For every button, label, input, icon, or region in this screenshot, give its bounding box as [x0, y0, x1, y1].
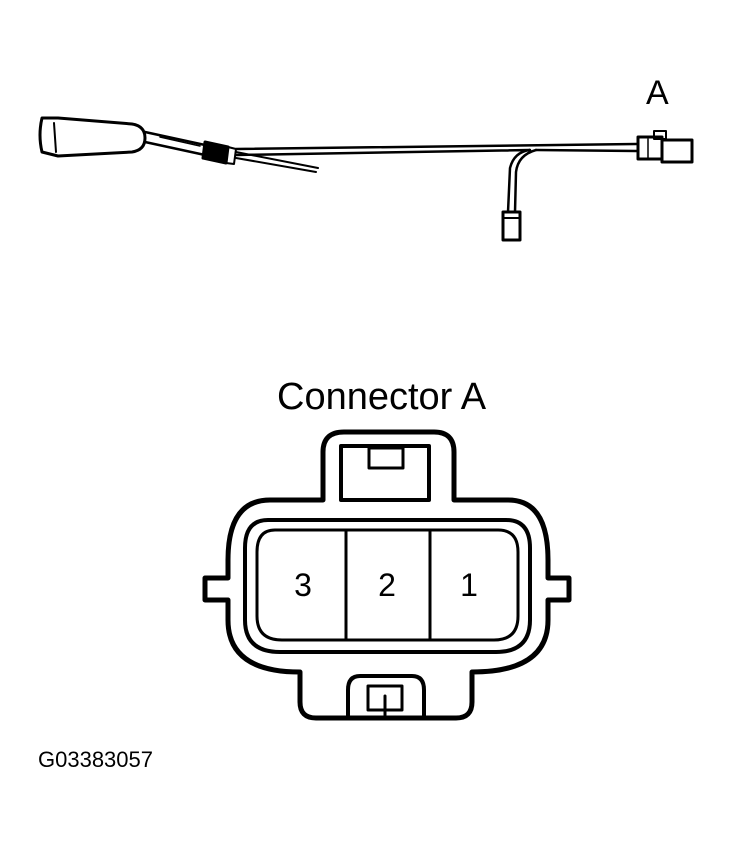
- connector-bottom-lock: [346, 674, 426, 720]
- pin-number-2: 2: [378, 567, 396, 603]
- harness-cable-lower: [143, 140, 207, 157]
- wiring-harness: [38, 116, 694, 242]
- harness-connector-a: [636, 130, 694, 164]
- connector-a-callout: A: [646, 74, 669, 112]
- connector-housing: [202, 429, 572, 721]
- connector-title: Connector A: [277, 376, 487, 418]
- harness-sleeve: [201, 140, 237, 165]
- figure-id: G03383057: [38, 747, 153, 772]
- connector-a-face: [202, 429, 572, 721]
- connector-top-latch: [339, 444, 431, 502]
- harness-main-wire: [234, 142, 640, 214]
- pin-number-1: 1: [460, 567, 478, 603]
- harness-plug-left: [38, 116, 147, 158]
- harness-cable-upper: [143, 130, 207, 147]
- connector-inner-frame: [243, 518, 532, 654]
- pin-number-3: 3: [294, 567, 312, 603]
- connector-cavity-area: [255, 528, 520, 642]
- harness-branch-connector: [501, 210, 522, 242]
